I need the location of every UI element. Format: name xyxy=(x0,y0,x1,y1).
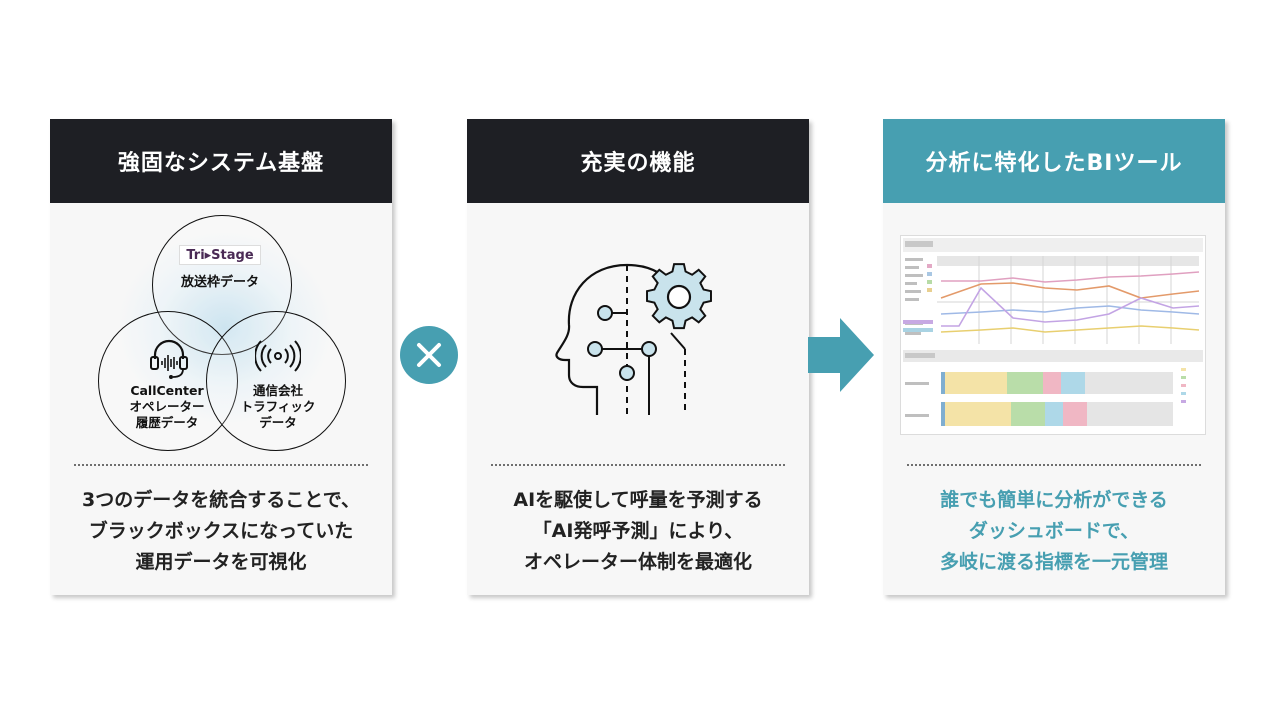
dashboard-screenshot xyxy=(900,235,1206,435)
headset-icon xyxy=(150,339,188,379)
wireless-signal-icon xyxy=(255,340,301,372)
card-description: 3つのデータを統合することで、 ブラックボックスになっていた 運用データを可視化 xyxy=(82,489,360,573)
venn-diagram: Tri▸Stage 放送枠データ CallCenter オペレーター 履歴データ xyxy=(50,203,392,451)
card-header: 強固なシステム基盤 xyxy=(50,119,392,203)
card-header: 充実の機能 xyxy=(467,119,809,203)
card-header: 分析に特化したBIツール xyxy=(883,119,1225,203)
callcenter-label: CallCenter オペレーター 履歴データ xyxy=(129,383,205,430)
dotted-divider xyxy=(491,464,785,466)
arrow-right-icon xyxy=(808,318,874,392)
tristage-logo: Tri▸Stage xyxy=(179,245,261,265)
broadcast-label: 放送枠データ xyxy=(180,275,259,290)
ai-head-gear-icon xyxy=(555,263,712,415)
card-features: 充実の機能 AIを駆使して呼量を予測する 「AI発 xyxy=(467,119,809,595)
dotted-divider xyxy=(907,464,1201,466)
card-system-foundation: 強固なシステム基盤 Tri▸Stage 放送枠データ CallCenter xyxy=(50,119,392,595)
telecom-label: 通信会社 トラフィック データ xyxy=(240,383,316,430)
card-description: AIを駆使して呼量を予測する 「AI発呼予測」により、 オペレーター体制を最適化 xyxy=(513,489,763,573)
card-bi-tool: 分析に特化したBIツール xyxy=(883,119,1225,595)
multiply-icon xyxy=(400,326,458,384)
card-description: 誰でも簡単に分析ができる ダッシュボードで、 多岐に渡る指標を一元管理 xyxy=(939,489,1168,573)
circle-telecom xyxy=(206,311,346,451)
dotted-divider xyxy=(74,464,368,466)
